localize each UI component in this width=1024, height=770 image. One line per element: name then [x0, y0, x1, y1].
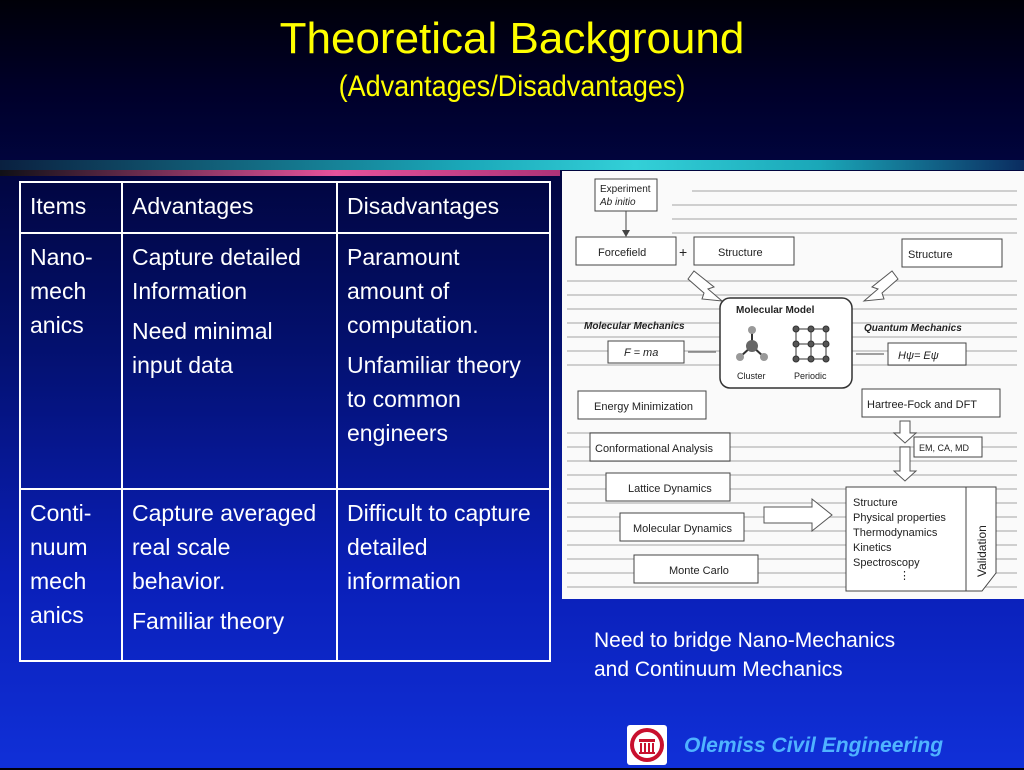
lattice-dynamics-box: [605, 472, 731, 502]
cluster-label: Cluster: [737, 371, 766, 381]
result-item: Kinetics: [853, 542, 892, 554]
row-item-continuum: Conti-nuum mech anics: [19, 488, 123, 662]
slide-subtitle: (Advantages/Disadvantages): [338, 70, 686, 103]
experiment-label: Experiment: [600, 184, 651, 195]
block-arrow-down: [892, 420, 918, 444]
validation-label: Validation: [975, 525, 989, 577]
fma-box: [607, 340, 685, 364]
molecular-mechanics-label: Molecular Mechanics: [584, 321, 685, 332]
structure-label-right: Structure: [908, 249, 953, 261]
disadvantage-text: Paramount amount of computation.: [347, 244, 479, 339]
slide-title: Theoretical Background: [279, 14, 745, 63]
hartree-fock-box: [861, 388, 1001, 418]
plus-sign: +: [679, 244, 687, 260]
row-advantages-nano: Capture detailed Information Need minima…: [121, 232, 338, 491]
advantage-text: Familiar theory: [132, 608, 285, 635]
monte-carlo-label: Monte Carlo: [669, 565, 729, 577]
molecular-dynamics-box: [619, 512, 745, 542]
title-divider-accent: [0, 170, 560, 176]
table-row: Nano-mech anics Capture detailed Informa…: [19, 232, 551, 491]
ab-initio-label: Ab initio: [599, 197, 636, 208]
structure-box-right: [901, 238, 1003, 268]
monte-carlo-box: [633, 554, 759, 584]
lyceum-icon: [630, 728, 664, 762]
arrow-head: [622, 230, 630, 237]
lattice-dynamics-label: Lattice Dynamics: [628, 483, 712, 495]
comparison-table: Items Advantages Disadvantages Nano-mech…: [19, 180, 551, 662]
conformational-analysis-label: Conformational Analysis: [595, 443, 714, 455]
molecular-model-label: Molecular Model: [736, 305, 815, 316]
fma-equation: F = ma: [624, 347, 658, 359]
row-disadvantages-nano: Paramount amount of computation. Unfamil…: [336, 232, 551, 491]
disadvantage-text: Difficult to capture detailed informatio…: [347, 500, 531, 595]
forcefield-label: Forcefield: [598, 247, 646, 259]
cluster-molecule-icon: [736, 326, 768, 361]
molecular-modeling-diagram: Experiment Ab initio Forcefield + Struct…: [562, 171, 1024, 599]
experiment-box: [594, 178, 658, 212]
energy-minimization-label: Energy Minimization: [594, 401, 693, 413]
validation-tab: [965, 486, 997, 592]
title-divider: [0, 160, 1024, 170]
em-ca-md-box: [913, 436, 983, 458]
hpsi-equation: Hψ= Eψ: [898, 350, 939, 362]
periodic-label: Periodic: [794, 371, 827, 381]
result-item: Structure: [853, 497, 898, 509]
hpsi-box: [887, 342, 967, 366]
footer-brand: Olemiss Civil Engineering: [684, 734, 944, 757]
block-arrow-right: [862, 270, 899, 302]
row-item-nano: Nano-mech anics: [19, 232, 123, 491]
row-disadvantages-continuum: Difficult to capture detailed informatio…: [336, 488, 551, 662]
result-item: Physical properties: [853, 512, 946, 524]
hartree-fock-label: Hartree-Fock and DFT: [867, 399, 977, 411]
advantage-text: Need minimal input data: [132, 318, 273, 379]
structure-box-left: [693, 236, 795, 266]
ellipsis-dots: ⋮: [899, 570, 910, 582]
molecular-model-box: [719, 297, 853, 389]
energy-minimization-box: [577, 390, 707, 420]
molecular-dynamics-label: Molecular Dynamics: [633, 523, 733, 535]
conformational-analysis-box: [589, 432, 731, 462]
bridge-note: Need to bridge Nano-Mechanics and Contin…: [594, 629, 896, 681]
university-logo: [627, 725, 667, 765]
table-row: Conti-nuum mech anics Capture averaged r…: [19, 488, 551, 662]
row-advantages-continuum: Capture averaged real scale behavior. Fa…: [121, 488, 338, 662]
header-disadvantages: Disadvantages: [336, 180, 551, 235]
results-box: [845, 486, 967, 592]
result-item: Spectroscopy: [853, 557, 920, 569]
block-arrow-left: [687, 270, 724, 302]
forcefield-box: [575, 236, 677, 266]
em-ca-md-label: EM, CA, MD: [919, 443, 970, 453]
diagram-svg: Experiment Ab initio Forcefield + Struct…: [567, 178, 1017, 592]
quantum-mechanics-label: Quantum Mechanics: [864, 323, 962, 334]
block-arrow-to-results: [763, 497, 833, 533]
table-header-row: Items Advantages Disadvantages: [19, 180, 551, 235]
header-advantages: Advantages: [121, 180, 338, 235]
structure-label-left: Structure: [718, 247, 763, 259]
advantage-text: Capture averaged real scale behavior.: [132, 500, 317, 595]
disadvantage-text: Unfamiliar theory to common engineers: [347, 352, 521, 447]
header-items: Items: [19, 180, 123, 235]
advantage-text: Capture detailed Information: [132, 244, 301, 305]
result-item: Thermodynamics: [853, 527, 938, 539]
periodic-lattice-icon: [792, 325, 830, 363]
block-arrow-down: [892, 446, 918, 482]
